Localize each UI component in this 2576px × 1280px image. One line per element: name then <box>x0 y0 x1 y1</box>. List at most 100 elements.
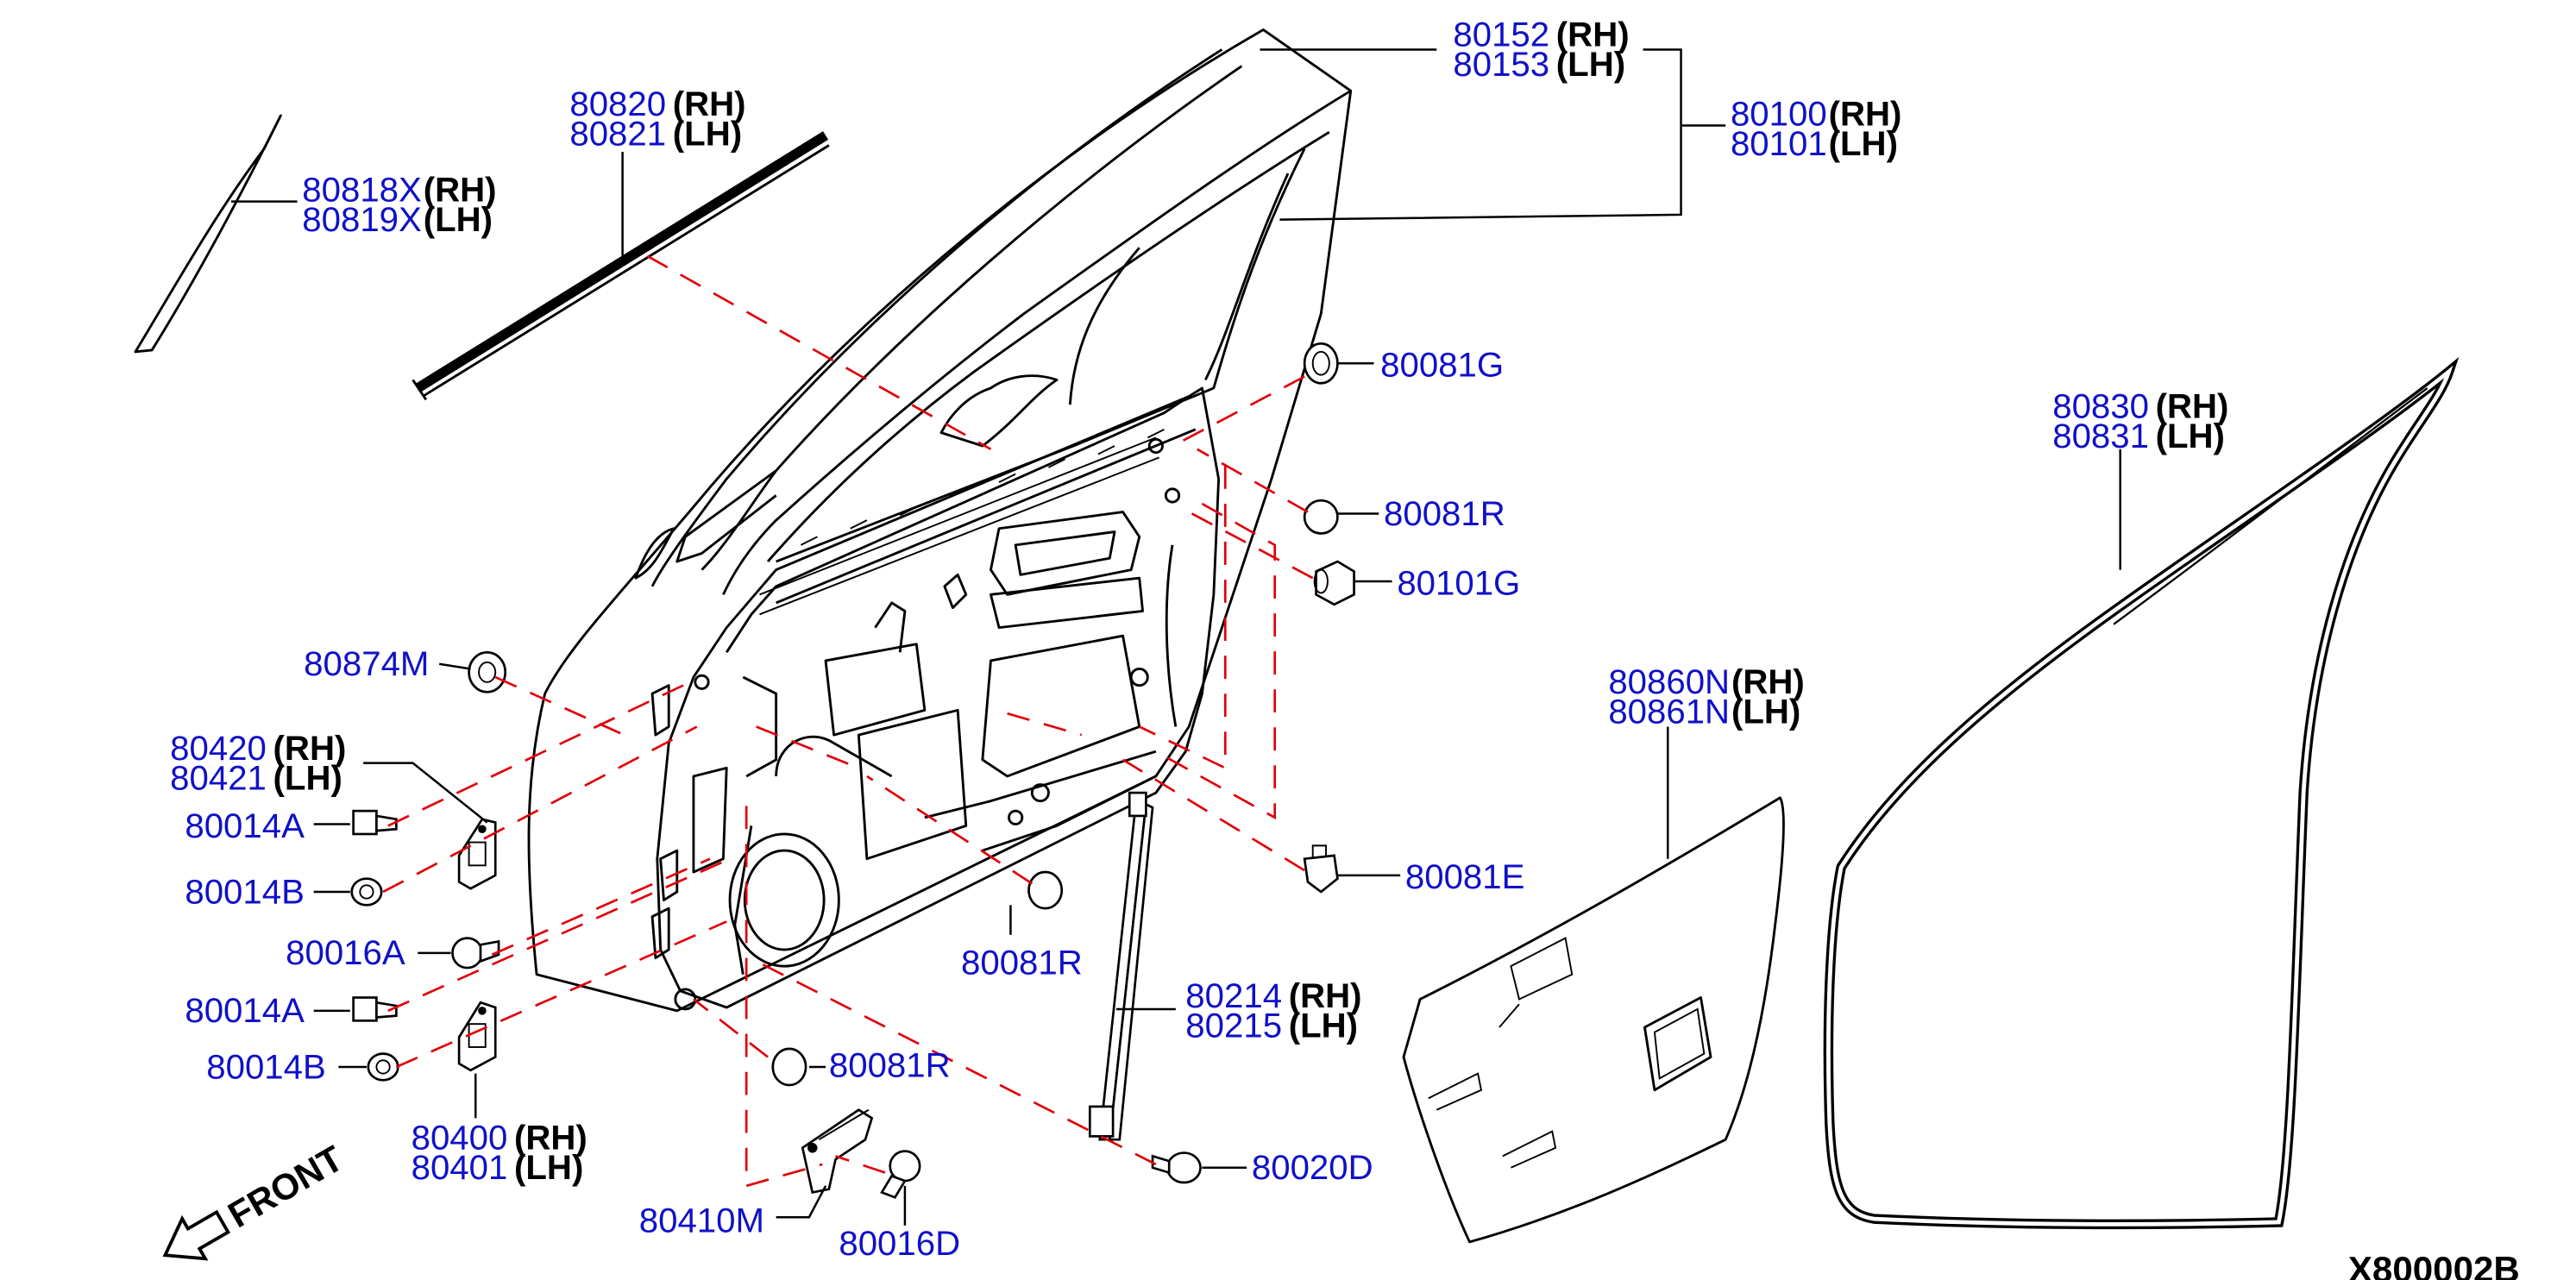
part-side: (RH) <box>1829 95 1902 134</box>
part-number: 80081E <box>1405 857 1525 896</box>
part-label-80081e: 80081E <box>1405 857 1525 896</box>
lower-hinge-part <box>457 1001 497 1072</box>
part-number: 80014B <box>185 872 305 911</box>
front-label: FRONT <box>221 1138 349 1235</box>
part-number: 80401 <box>412 1148 508 1187</box>
bolt-80014a-lower <box>352 996 398 1022</box>
part-side: (LH) <box>273 758 342 797</box>
part-label-80014a: 80014A <box>185 991 305 1030</box>
part-number: 80081R <box>1384 494 1505 533</box>
part-number: 80016A <box>286 933 405 972</box>
leader-lines <box>230 48 2121 1226</box>
part-label-80101g: 80101G <box>1397 563 1520 602</box>
part-label-80420-rh: 80420(RH) <box>170 729 346 768</box>
rear-lower-sash-part <box>1088 791 1154 1141</box>
part-label-80152-rh: 80152(RH) <box>1453 16 1629 54</box>
belt-moulding-part <box>412 131 830 401</box>
plug-80081r-upper <box>1303 499 1339 535</box>
part-side: (LH) <box>1731 693 1800 731</box>
part-label-80215-lh: 80215(LH) <box>1185 1006 1358 1045</box>
part-number: 80081R <box>829 1045 951 1084</box>
part-label-80831-lh: 80831(LH) <box>2052 417 2225 455</box>
part-label-80214-rh: 80214(RH) <box>1185 976 1361 1015</box>
part-label-80819x-lh: 80819X(LH) <box>302 200 493 239</box>
part-number: 80215 <box>1185 1006 1282 1045</box>
part-number: 80421 <box>170 758 267 797</box>
front-door-shell <box>527 28 1353 1013</box>
part-label-80410m: 80410M <box>639 1201 764 1239</box>
part-number: 80100 <box>1731 95 1827 134</box>
front-direction-arrow: FRONT <box>162 1138 350 1261</box>
grommet-80874m-part <box>468 651 507 693</box>
bumper-80101g-part <box>1313 560 1355 606</box>
bolt-80020d <box>1151 1151 1202 1184</box>
part-number: 80830 <box>2052 386 2149 425</box>
part-side: (LH) <box>514 1148 583 1187</box>
part-label-80014b: 80014B <box>206 1047 326 1086</box>
part-label-80401-lh: 80401(LH) <box>412 1148 584 1187</box>
part-side: (RH) <box>2156 386 2229 425</box>
part-number: 80020D <box>1252 1148 1373 1187</box>
part-label-80861n-lh: 80861N(LH) <box>1608 693 1800 731</box>
part-label-80081r: 80081R <box>1384 494 1505 533</box>
part-label-80016a: 80016A <box>286 933 405 972</box>
door-weatherstrip-part <box>1823 356 2460 1230</box>
part-label-80081g: 80081G <box>1380 346 1504 385</box>
clip-80081e-part <box>1303 844 1339 894</box>
part-number: 80874M <box>304 644 429 683</box>
part-number: 80101 <box>1731 124 1827 163</box>
part-side: (RH) <box>1731 662 1805 701</box>
part-number: 80101G <box>1397 563 1520 602</box>
plug-80081r-lower <box>771 1047 807 1087</box>
part-label-80820-rh: 80820(RH) <box>569 85 745 123</box>
part-number: 80831 <box>2052 417 2149 455</box>
part-side: (LH) <box>1829 124 1898 163</box>
part-side: (LH) <box>673 114 742 153</box>
part-labels: 80152(RH)80153(LH)80100(RH)80101(LH)8082… <box>170 16 2228 1264</box>
part-number: 80861N <box>1608 693 1730 731</box>
part-number: 80152 <box>1453 16 1549 54</box>
drawing-code: X800002B <box>2348 1249 2520 1280</box>
part-number: 80410M <box>639 1201 764 1239</box>
part-number: 80081G <box>1380 346 1504 385</box>
part-number: 80819X <box>302 200 422 239</box>
part-label-80081r: 80081R <box>961 944 1083 982</box>
part-side: (RH) <box>424 171 497 210</box>
part-label-80860n-rh: 80860N(RH) <box>1608 662 1804 701</box>
sealing-screen-part <box>1402 796 1785 1244</box>
part-number: 80821 <box>569 114 666 153</box>
part-number: 80818X <box>302 171 422 210</box>
part-side: (RH) <box>673 85 746 123</box>
part-label-80400-rh: 80400(RH) <box>412 1119 587 1158</box>
part-label-80818x-rh: 80818X(RH) <box>302 171 496 210</box>
nut-80014b-upper <box>350 877 383 907</box>
part-label-80016d: 80016D <box>839 1224 960 1263</box>
part-label-80153-lh: 80153(LH) <box>1453 45 1625 84</box>
part-number: 80014A <box>185 991 305 1030</box>
part-number: 80014A <box>185 806 305 845</box>
part-number: 80153 <box>1453 45 1549 84</box>
pillar-garnish-part <box>134 114 282 354</box>
part-label-80821-lh: 80821(LH) <box>569 114 742 153</box>
door-check-link-part <box>801 1108 874 1195</box>
part-label-80020d: 80020D <box>1252 1148 1373 1187</box>
plug-80081r-middle <box>1027 870 1064 910</box>
bolt-80016a <box>451 937 500 969</box>
part-number: 80400 <box>412 1119 508 1158</box>
part-side: (RH) <box>1289 976 1362 1015</box>
nut-80014b-lower <box>367 1052 399 1082</box>
part-number: 80420 <box>170 729 267 768</box>
part-label-80100-rh: 80100(RH) <box>1731 95 1901 134</box>
part-side: (LH) <box>1556 45 1625 84</box>
part-label-80081r: 80081R <box>829 1045 951 1084</box>
part-side: (RH) <box>1556 16 1630 54</box>
bolt-80016d <box>880 1150 921 1199</box>
part-side: (LH) <box>2156 417 2225 455</box>
part-number: 80081R <box>961 944 1083 982</box>
part-number: 80214 <box>1185 976 1282 1015</box>
part-label-80421-lh: 80421(LH) <box>170 758 342 797</box>
part-number: 80860N <box>1608 662 1730 701</box>
part-side: (RH) <box>514 1119 587 1158</box>
